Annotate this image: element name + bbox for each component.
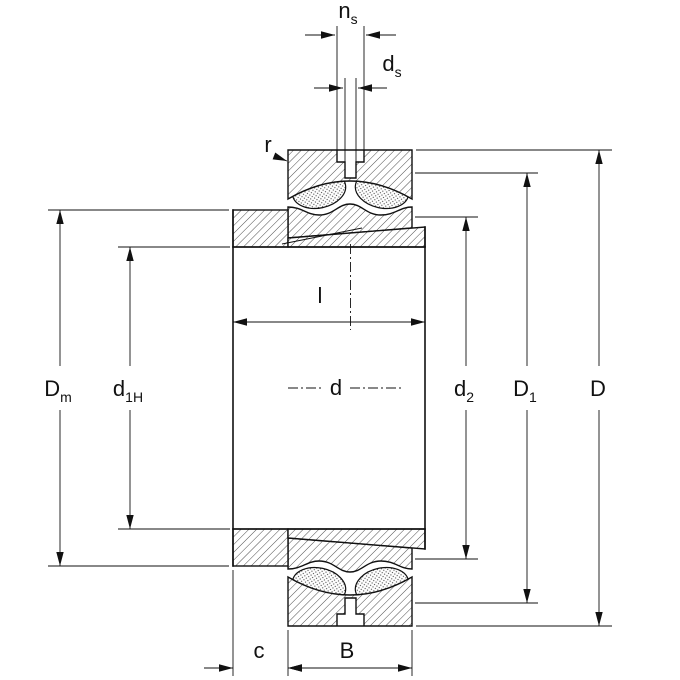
adapter-sleeve [232,209,426,567]
dim-label-ds: ds [382,51,401,80]
centerlines [288,244,402,389]
dim-label-Dm-sub: m [60,389,72,405]
dim-label-c: c [254,638,265,663]
dim-label-B-main: B [340,638,355,663]
dim-label-D1-main: D [513,376,529,401]
dim-label-Dm-main: D [44,376,60,401]
dim-label-d: d [330,375,342,400]
dim-label-d2-main: d [454,376,466,401]
dimension-lines [56,31,603,672]
bearing-upper-section [287,149,413,239]
dim-label-l-main: l [318,283,323,308]
dim-label-D: D [590,376,606,401]
extension-lines [48,26,612,676]
inner-ring-lower [287,537,413,573]
dim-label-B: B [340,638,355,663]
dim-label-D1: D1 [513,376,537,405]
dim-label-D-main: D [590,376,606,401]
dim-label-ns-sub: s [351,11,358,27]
dim-label-Dm: Dm [44,376,72,405]
outer-ring-lower [287,575,413,627]
dimension-labels: ns ds r l d Dm d1H d2 D1 D c B [44,0,606,663]
dim-label-d1H: d1H [113,376,143,405]
dim-label-ns: ns [338,0,357,27]
dim-label-d-main: d [330,375,342,400]
dim-label-l: l [318,283,323,308]
inner-ring-upper [287,203,413,239]
sleeve-collar-lower [232,528,289,567]
dim-label-ds-sub: s [395,64,402,80]
outer-ring-upper [287,149,413,201]
sleeve-collar-upper [232,209,289,248]
dim-label-c-main: c [254,638,265,663]
dim-label-d2: d2 [454,376,474,405]
dim-label-r: r [264,132,271,157]
taper-reference-line [281,227,363,245]
dim-label-ds-main: d [382,51,394,76]
dim-label-d2-sub: 2 [466,389,474,405]
dim-label-ns-main: n [338,0,350,23]
dim-label-d1H-sub: 1H [125,389,143,405]
bearing-lower-section [287,537,413,627]
dim-label-D1-sub: 1 [529,389,537,405]
dim-label-d1H-main: d [113,376,125,401]
dim-label-r-main: r [264,132,271,157]
leader-line-r [272,152,288,162]
